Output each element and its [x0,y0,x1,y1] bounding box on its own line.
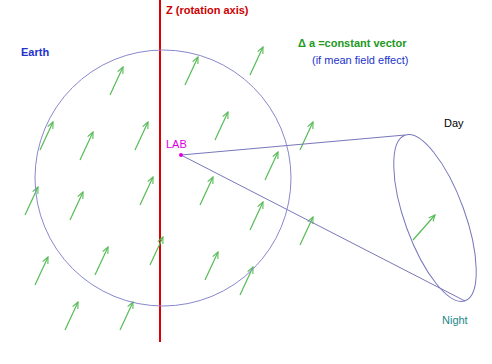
field-arrow [300,122,313,150]
field-arrow [215,112,228,140]
earth-outline [15,38,300,313]
night-label: Night [442,314,468,327]
cone-edge [181,135,405,155]
vector-label: Δ a =constant vector [298,37,406,50]
field-arrow [80,132,93,160]
field-arrow [135,122,148,150]
note-label: (if mean field effect) [312,54,408,67]
field-arrow [35,257,48,285]
cone-base [377,125,492,311]
field-arrow [250,47,263,75]
field-arrow [120,302,133,330]
earth-outline [35,50,291,306]
axis-label: Z (rotation axis) [166,4,249,17]
field-arrow [140,177,153,205]
field-arrow [265,152,278,180]
field-arrow [110,67,123,95]
lab-dot [179,153,183,157]
rotation-axis [159,0,161,342]
field-arrow [200,177,213,205]
field-arrow [70,192,83,220]
earth-circle: Earth [15,38,300,313]
field-arrows [25,47,313,330]
lab-label: LAB [166,138,187,151]
cone-edge [181,155,465,301]
field-arrow [95,247,108,275]
field-arrow [300,217,313,245]
field-arrow [250,202,263,230]
field-arrow [413,215,435,240]
day-label: Day [444,117,464,130]
field-arrow [65,302,78,330]
node-title: Earth [21,46,49,59]
field-arrow [185,57,198,85]
field-arrow [150,237,163,265]
field-arrow [205,252,218,280]
